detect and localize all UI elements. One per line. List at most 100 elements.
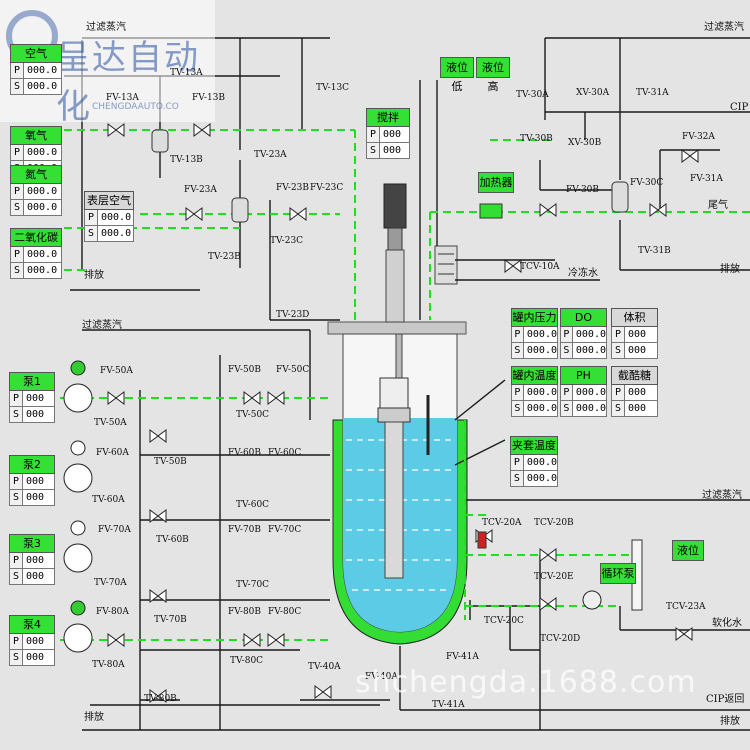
valve-tag-tcv20c: TCV-20C [484,616,524,626]
row-value: 000 [26,476,45,487]
panel-title: PH [560,366,607,385]
panel-title: 氮气 [10,165,62,184]
valve-tag-fv70a: FV-70A [98,525,131,535]
valve-tag-tcv10a: TCV-10A [520,262,560,272]
valve-tag-fv70b: FV-70B [228,525,262,535]
circulation-pump-button[interactable]: 循环泵 [600,563,636,584]
valve-tag-tv60b: TV-60B [156,535,189,545]
row-value: 000.0 [526,457,557,468]
circulation-pump-icon [582,590,602,610]
valve-tag-tcv20e: TCV-20E [534,572,574,582]
valve-tag-tv70a: TV-70A [94,578,127,588]
level-button[interactable]: 液位 [672,540,704,561]
agitator-motor [383,183,407,229]
row-label: P [612,327,625,342]
heater-button[interactable]: 加热器 [478,172,514,193]
row-value: 000.0 [526,345,557,356]
row-label: S [511,471,524,486]
valve-tag-tv60c: TV-60C [236,500,270,510]
valve-tag-tv23d: TV-23D [276,310,310,320]
valve-tag-tv50c: TV-50C [236,410,270,420]
valve-tag-fv40a: FV-40A [365,672,398,682]
row-label: P [561,385,573,400]
valve-tag-tv31b: TV-31B [638,246,671,256]
valve-tag-tcv20b: TCV-20B [534,518,574,528]
line-label-tail_gas: 尾气 [708,200,728,211]
panel-title: 表层空气 [84,191,134,210]
panel-title: 二氧化碳 [10,228,62,247]
valve-tag-tv41a: TV-41A [432,700,465,710]
row-value: 000.0 [101,212,132,223]
panel-title: 罐内温度 [511,366,558,385]
valve-tag-tv13c: TV-13C [316,83,350,93]
row-label: S [10,490,23,505]
valve-tag-fv60c: FV-60C [268,448,302,458]
line-label-exhaust_bottom: 排放 [84,712,104,723]
line-label-filter_top_right: 过滤蒸汽 [704,22,744,33]
valve-tag-fv13a: FV-13A [106,93,139,103]
row-label: S [85,226,98,241]
row-label: P [612,385,625,400]
row-label: P [11,145,24,160]
valve-tag-fv60a: FV-60A [96,448,129,458]
row-value: 000.0 [526,473,557,484]
row-label: P [85,210,98,225]
agitator-shaft [384,421,404,579]
row-label: P [561,327,573,342]
line-label-filter_mid_right: 过滤蒸汽 [702,490,742,501]
row-value: 000.0 [101,228,132,239]
reactor [327,183,468,645]
watermark: shchengda.1688.com [355,665,697,700]
row-label: P [10,553,23,568]
row-value: 000.0 [575,387,606,398]
valve-tag-tv60a: TV-60A [92,495,125,505]
row-label: S [10,650,23,665]
row-value: 000.0 [27,81,58,92]
valve-tag-tcv23a: TCV-23A [666,602,706,612]
valve-tag-fv80c: FV-80C [268,607,302,617]
panel-title: 罐内压力 [511,308,558,327]
level-low-button[interactable]: 液位低 [440,57,474,93]
line-label-exhaust_left: 排放 [84,270,104,281]
valve-tag-tv23a: TV-23A [254,150,287,160]
line-label-cip_bottom: CIP返回 [706,694,745,705]
panel-title: 空气 [10,44,62,63]
valve-tag-tv40a: TV-40A [308,662,341,672]
valve-tag-tv80a: TV-80A [92,660,125,670]
valve-tag-fv70c: FV-70C [268,525,302,535]
panel-title: 泵4 [9,615,55,634]
panel-title: DO [560,308,607,327]
level-high-button[interactable]: 液位高 [476,57,510,93]
row-label: S [561,343,573,358]
row-label: S [612,401,625,416]
valve-tag-tv70c: TV-70C [236,580,270,590]
valve-tag-fv30b: FV-30B [566,185,600,195]
row-value: 000 [383,145,402,156]
